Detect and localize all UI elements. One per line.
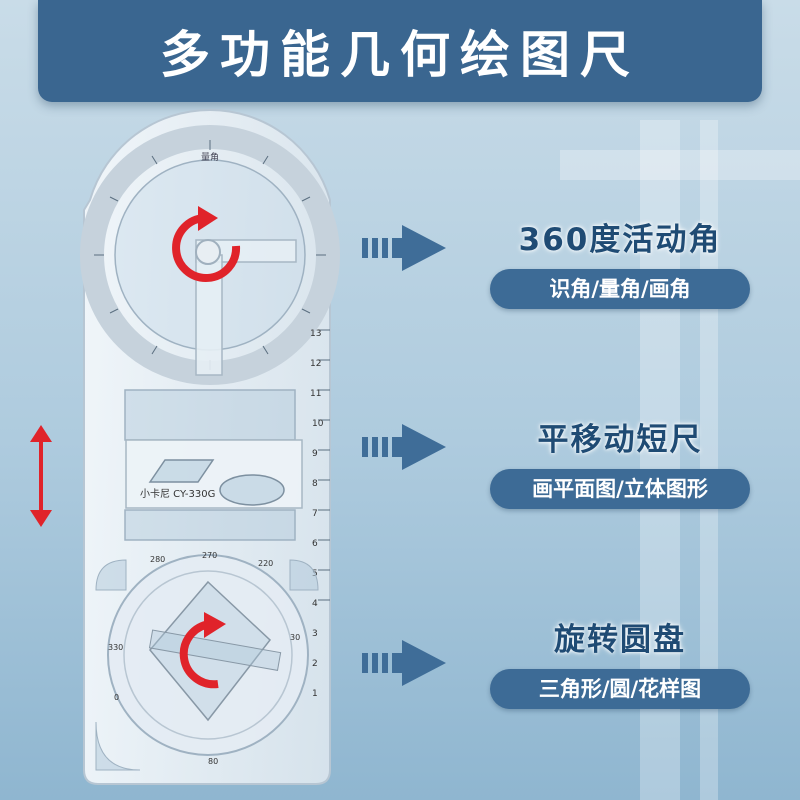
corner-hole [95,721,141,771]
title-banner: 多功能几何绘图尺 [38,0,762,102]
scale-number: 3 [312,629,318,639]
scale-number: 10 [312,419,324,429]
disc-angle-label: 330 [108,643,123,652]
scale-number: 2 [312,659,318,669]
feature-rotating-disc: 旋转圆盘 三角形/圆/花样图 [480,614,760,709]
page-title: 多功能几何绘图尺 [160,26,640,84]
rotating-disc [107,554,309,756]
cutout-window-top [124,389,296,441]
feature-title: 旋转圆盘 [554,622,686,658]
scale-number: 9 [312,449,318,459]
protractor-caption: 量角 [201,151,219,163]
corner-hole [95,559,127,591]
feature-subtitle-pill: 三角形/圆/花样图 [490,669,750,709]
rotate-arrowhead [204,612,226,638]
disc-angle-label: 220 [258,559,273,568]
scale-number: 1 [312,689,318,699]
rotate-arrow-icon [172,214,241,282]
disc-angle-label: 0 [114,693,119,702]
feature-sliding-ruler: 平移动短尺 画平面图/立体图形 [480,414,760,509]
light-beam [560,150,800,180]
disc-angle-label: 80 [208,757,218,766]
corner-hole [289,559,319,591]
diamond-cutout [149,580,272,722]
rotate-arrow-icon [179,620,219,689]
vertical-double-arrow-icon [30,425,52,527]
scale-number: 4 [312,599,318,609]
scale-number: 12 [310,359,321,369]
pivot [195,239,221,265]
scale-number: 7 [312,509,318,519]
feature-title: 360度活动角 [518,222,722,258]
feature-rotating-angle: 360度活动角 识角/量角/画角 [480,214,760,309]
pointer-arrow-icon [362,640,448,686]
rotate-arrowhead [198,206,218,231]
right-scale-ticks [318,329,330,601]
scale-number: 13 [310,329,321,339]
parallelogram-cutout [148,459,215,483]
disc-angle-label: 270 [202,551,217,560]
pointer-arrow-icon [362,424,448,470]
protractor-ticks [94,140,326,370]
disc-angle-label: 280 [150,555,165,564]
ellipse-cutout [219,474,285,506]
brand-label: 小卡尼 CY-330G [140,487,215,500]
scale-number: 8 [312,479,318,489]
rotating-disc-inner [123,570,293,740]
scale-number: 11 [310,389,321,399]
feature-title: 平移动短尺 [537,422,703,458]
scale-number: 6 [312,539,318,549]
cutout-window-bottom [124,509,296,541]
feature-subtitle-pill: 画平面图/立体图形 [490,469,750,509]
feature-subtitle-pill: 识角/量角/画角 [490,269,750,309]
disc-slot [148,629,282,671]
pointer-arrow-icon [362,225,448,271]
disc-angle-label: 30 [290,633,300,642]
